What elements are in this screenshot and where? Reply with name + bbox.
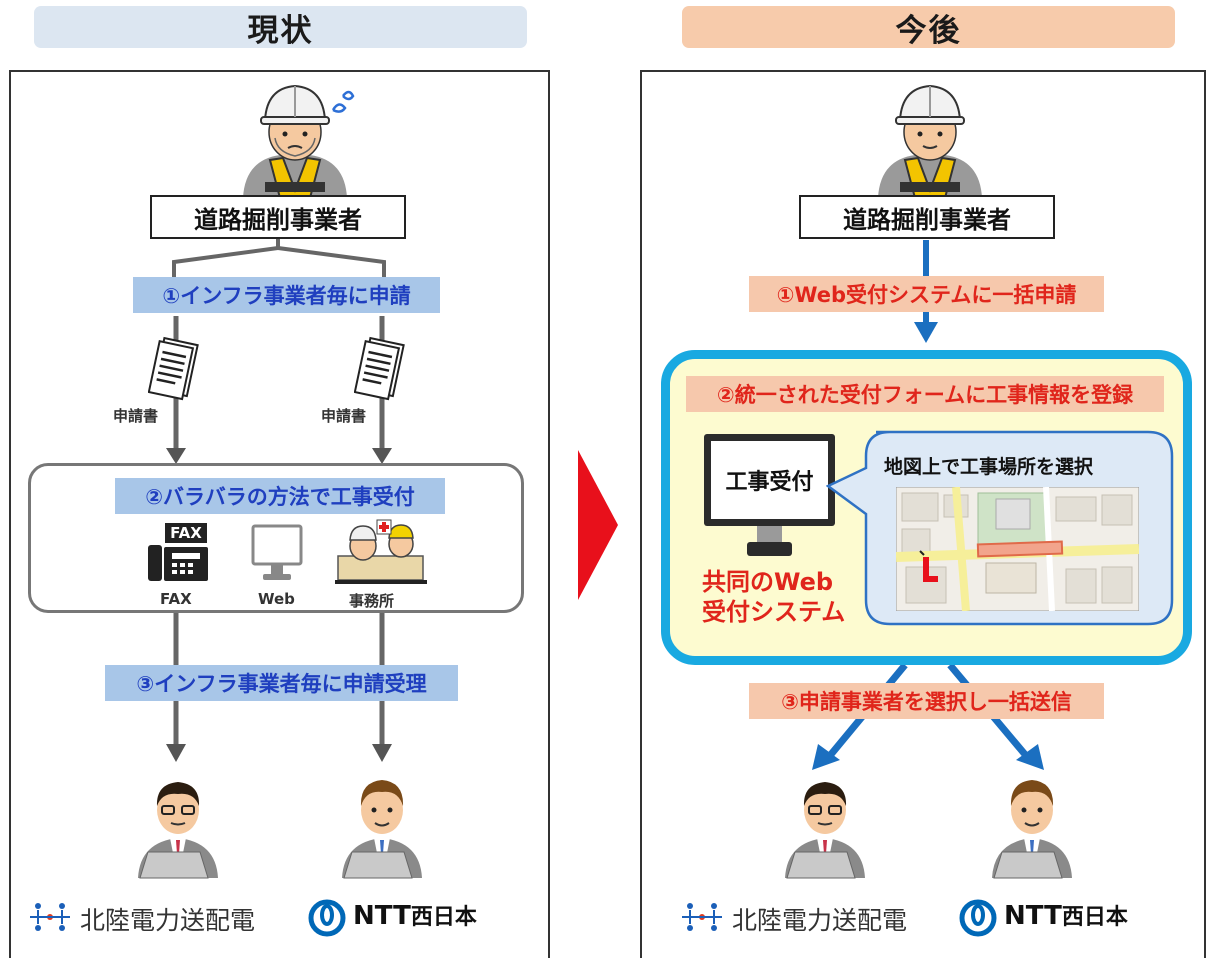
fax-machine-icon <box>148 545 208 581</box>
step3-band: ③インフラ事業者毎に申請受理 <box>105 665 458 701</box>
header-current: 現状 <box>34 6 527 49</box>
doc-label: 申請書 <box>113 407 159 425</box>
method-web-label: Web <box>258 590 295 608</box>
office-worker-icon <box>138 782 218 879</box>
hokuriku-logo-icon <box>682 903 722 931</box>
system-name-line1: 共同のWeb <box>702 568 834 596</box>
document-icon <box>148 336 199 401</box>
office-icon <box>335 519 427 584</box>
ntt-logo-icon <box>308 899 346 937</box>
hokuriku-company-name: 北陸電力送配電 <box>732 906 908 935</box>
step1-band: ①インフラ事業者毎に申請 <box>133 277 440 313</box>
office-worker-icon <box>992 780 1072 879</box>
worker-icon <box>243 84 355 199</box>
header-future: 今後 <box>682 6 1175 49</box>
monitor-icon <box>251 524 303 580</box>
document-icon <box>354 336 405 401</box>
business-label: 道路掘削事業者 <box>799 195 1055 239</box>
current-panel <box>9 70 550 958</box>
step1-band: ①Web受付システムに一括申請 <box>749 276 1104 312</box>
step2-band: ②統一された受付フォームに工事情報を登録 <box>686 376 1164 412</box>
doc-label: 申請書 <box>321 407 367 425</box>
ntt-company-name: NTT西日本 <box>1004 901 1128 931</box>
office-worker-icon <box>342 780 422 879</box>
method-office-label: 事務所 <box>349 592 395 610</box>
step3-band: ③申請事業者を選択し一括送信 <box>749 683 1104 719</box>
office-worker-icon <box>785 782 865 879</box>
map-image <box>896 487 1139 611</box>
worker-icon <box>878 84 982 199</box>
hokuriku-logo-icon <box>30 903 70 931</box>
system-name-line2: 受付システム <box>702 598 846 626</box>
step2-band: ②バラバラの方法で工事受付 <box>115 478 445 514</box>
fax-badge: FAX <box>165 523 207 543</box>
ntt-company-name: NTT西日本 <box>353 901 477 931</box>
system-name: 共同のWeb 受付システム <box>702 567 845 627</box>
method-fax-label: FAX <box>160 590 192 608</box>
bubble-title: 地図上で工事場所を選択 <box>884 456 1094 478</box>
future-panel <box>640 70 1206 958</box>
hokuriku-company-name: 北陸電力送配電 <box>80 906 256 935</box>
monitor-text: 工事受付 <box>725 470 814 495</box>
transition-arrow-icon <box>578 450 618 600</box>
ntt-logo-icon <box>959 899 997 937</box>
business-label: 道路掘削事業者 <box>150 195 406 239</box>
monitor-icon <box>704 434 835 556</box>
